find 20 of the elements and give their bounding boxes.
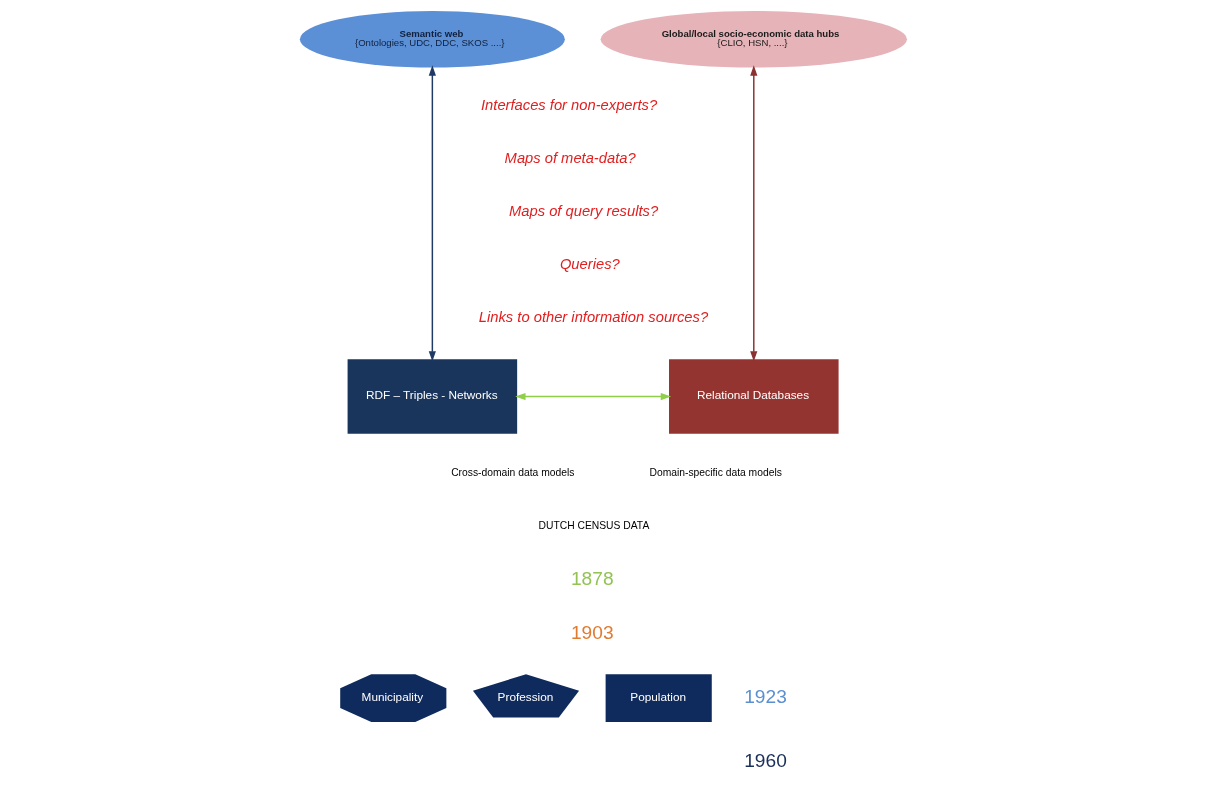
label: Interfaces for non-experts?: [481, 97, 658, 114]
label: 1903: [570, 621, 614, 643]
label: Queries?: [559, 256, 620, 273]
label: Links to other information sources?: [478, 309, 709, 326]
arrow: [428, 65, 436, 362]
node-box: Relational Databases: [669, 359, 839, 434]
label: 1923: [744, 685, 787, 707]
node-box: RDF – Triples - Networks: [347, 359, 518, 434]
node-ellipse: Semantic web {Ontologies, UDC, DDC, SKOS ....}: [299, 11, 565, 68]
label: 1878: [570, 567, 614, 589]
label: 1960: [744, 749, 787, 771]
node-label: Domain-specific data models: [649, 467, 782, 479]
node-ellipse: Global/local socio-economic data hubs {CLIO, HSN, ....}: [600, 11, 907, 68]
arrow: [515, 392, 672, 401]
label: Maps of query results?: [509, 203, 659, 220]
node-label: Cross-domain data models: [451, 467, 575, 479]
label: Maps of meta-data?: [504, 150, 636, 167]
arrow: [750, 65, 758, 362]
node-box: Population: [605, 674, 712, 723]
label: DUTCH CENSUS DATA: [538, 520, 650, 532]
